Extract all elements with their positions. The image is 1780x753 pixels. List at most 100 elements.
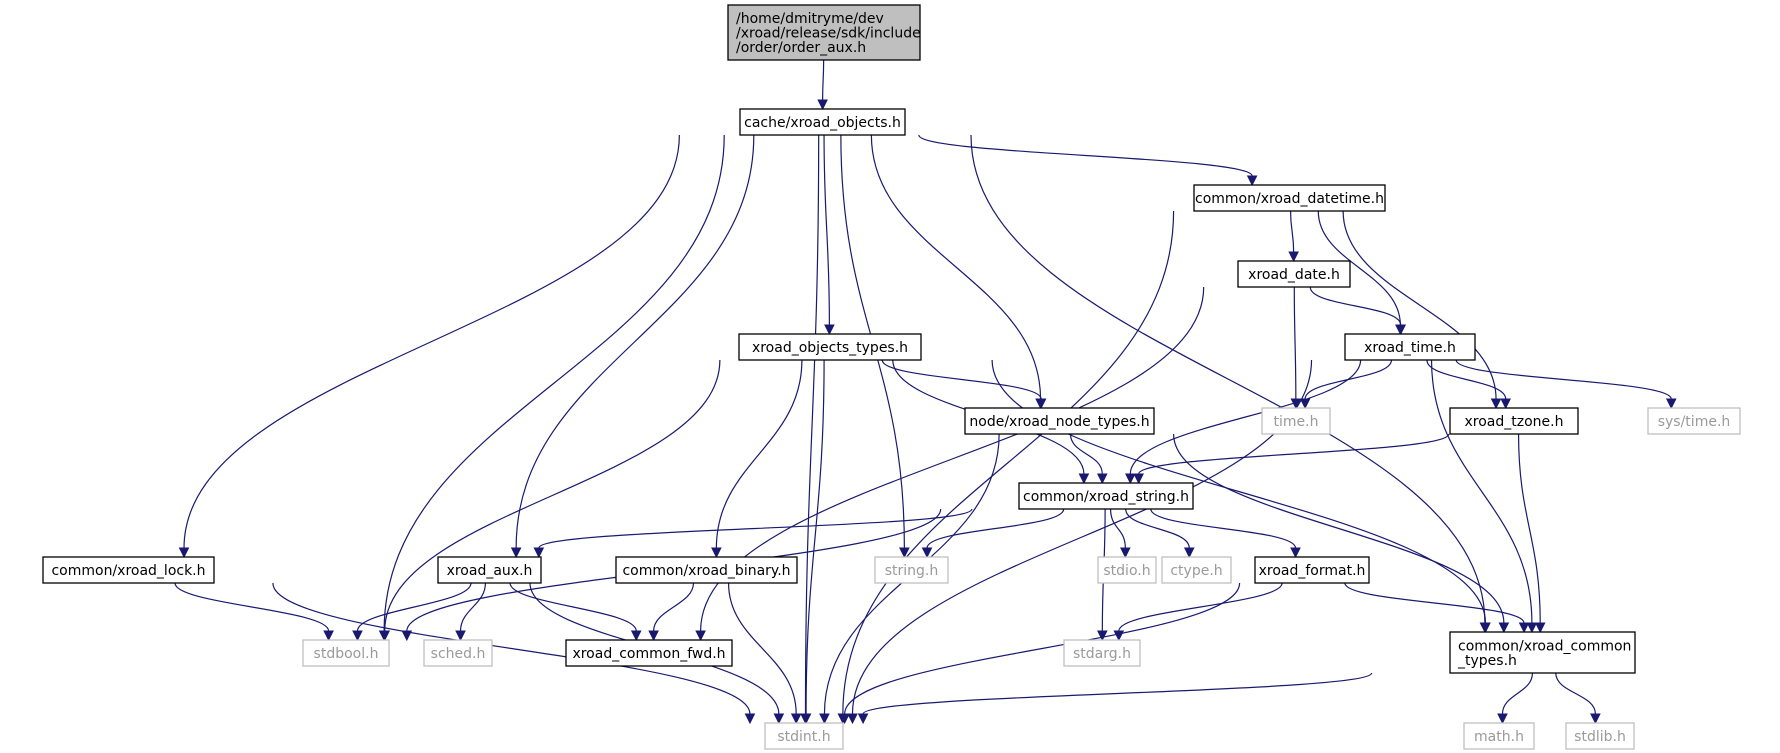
edge-line — [805, 359, 825, 715]
edge-line — [881, 359, 1042, 400]
edge-line — [1455, 359, 1672, 400]
edge-arrowhead — [1497, 713, 1508, 725]
edge-xroad_time-to-common_types — [1430, 359, 1538, 634]
edge-line — [1293, 286, 1297, 400]
node-common-lock[interactable]: common/xroad_lock.h — [42, 556, 215, 584]
node-label: stdio.h — [1103, 563, 1150, 579]
node-label: /home/dmitryme/dev — [736, 11, 884, 27]
node-label: string.h — [885, 563, 939, 579]
edge-arrowhead — [648, 630, 659, 642]
edge-xroad_objects-to-xroad_aux — [510, 134, 755, 559]
node-xroad-objects[interactable]: cache/xroad_objects.h — [739, 108, 906, 136]
edge-arrowhead — [790, 713, 802, 725]
node-label: stdarg.h — [1073, 646, 1131, 662]
edge-line — [356, 582, 472, 632]
edge-arrowhead — [1518, 622, 1530, 634]
edge-line — [1555, 672, 1596, 715]
edge-line — [1289, 210, 1295, 253]
node-box — [437, 556, 542, 584]
node-box — [1449, 407, 1579, 435]
node-label: node/xroad_node_types.h — [969, 414, 1149, 430]
edge-arrowhead — [899, 547, 910, 559]
edge-arrowhead — [1526, 622, 1538, 634]
edge-arrowhead — [1125, 473, 1136, 485]
edge-arrowhead — [1290, 547, 1301, 559]
node-label: xroad_common_fwd.h — [572, 646, 725, 662]
edge-common_string-to-ctype_h — [1125, 508, 1195, 559]
node-box — [565, 639, 733, 667]
edge-common_types-to-stdint_h — [857, 672, 1373, 725]
node-box — [1018, 482, 1194, 510]
node-xroad-tzone[interactable]: xroad_tzone.h — [1449, 407, 1579, 435]
edge-line — [1517, 433, 1541, 624]
edge-xroad_format-to-stdarg_h — [1113, 582, 1283, 642]
node-stdlib-h: stdlib.h — [1565, 722, 1635, 750]
edge-arrowhead — [630, 630, 642, 642]
edge-line — [653, 582, 695, 632]
edge-node_types-to-common_string — [1069, 433, 1108, 485]
edge-line — [383, 134, 725, 632]
node-math-h: math.h — [1463, 722, 1535, 750]
node-box — [764, 722, 844, 750]
edge-line — [515, 134, 755, 549]
edge-common_lock-to-stdbool_h — [174, 582, 334, 642]
edge-line — [1125, 508, 1190, 549]
edge-xroad_objects-to-xroad_objects_types — [823, 134, 835, 336]
edge-arrowhead — [1097, 630, 1108, 642]
edge-line — [1317, 210, 1401, 326]
edge-xroad_aux-to-common_fwd — [509, 582, 642, 642]
node-common-types[interactable]: common/xroad_common_types.h — [1449, 631, 1636, 674]
edge-common_string-to-xroad_aux — [533, 508, 973, 559]
edge-line — [970, 134, 1486, 624]
node-label: xroad_objects_types.h — [752, 340, 908, 356]
edge-arrowhead — [352, 630, 363, 642]
node-label: /xroad/release/sdk/include — [736, 26, 921, 42]
edge-line — [823, 134, 830, 326]
edge-arrowhead — [533, 547, 545, 559]
edge-arrowhead — [1534, 622, 1546, 634]
edge-line — [844, 582, 1241, 715]
edge-xroad_objects-to-stdint_h — [800, 134, 820, 725]
node-order-aux: /home/dmitryme/dev/xroad/release/sdk/inc… — [727, 4, 921, 61]
edge-xroad_date-to-time_h — [1290, 286, 1302, 410]
node-common-string[interactable]: common/xroad_string.h — [1018, 482, 1194, 510]
node-xroad-objects-types[interactable]: xroad_objects_types.h — [738, 333, 922, 361]
node-xroad-date[interactable]: xroad_date.h — [1237, 260, 1351, 288]
node-xroad-time[interactable]: xroad_time.h — [1344, 333, 1476, 361]
edge-xroad_tzone-to-common_string — [1133, 433, 1450, 485]
edge-arrowhead — [1480, 622, 1491, 634]
edge-line — [272, 582, 751, 715]
node-systime-h: sys/time.h — [1647, 407, 1741, 435]
node-box — [738, 333, 922, 361]
node-xroad-format[interactable]: xroad_format.h — [1254, 556, 1370, 584]
node-common-datetime[interactable]: common/xroad_datetime.h — [1193, 184, 1386, 212]
edge-line — [1069, 433, 1103, 475]
node-xroad-aux[interactable]: xroad_aux.h — [437, 556, 542, 584]
edge-arrowhead — [1395, 324, 1407, 336]
edge-arrowhead — [800, 713, 812, 725]
node-label: common/xroad_lock.h — [51, 563, 205, 579]
edge-line — [822, 59, 825, 101]
node-sched-h: sched.h — [423, 639, 493, 667]
edge-arrowhead — [847, 713, 858, 725]
node-label: common/xroad_datetime.h — [1195, 191, 1384, 207]
node-common-binary[interactable]: common/xroad_binary.h — [615, 556, 798, 584]
node-label: sched.h — [431, 646, 486, 662]
node-box — [1344, 333, 1476, 361]
node-node-types[interactable]: node/xroad_node_types.h — [964, 407, 1155, 435]
edge-line — [1430, 359, 1533, 624]
edge-line — [804, 134, 820, 715]
node-box — [1261, 407, 1331, 435]
nodes-layer: /home/dmitryme/dev/xroad/release/sdk/inc… — [42, 4, 1741, 750]
edge-xroad_tzone-to-common_types — [1517, 433, 1546, 634]
edge-xroad_time-to-time_h — [1299, 359, 1393, 410]
edge-xroad_objects-to-node_types — [870, 134, 1046, 410]
edge-xroad_objects-to-common_datetime — [918, 134, 1258, 187]
node-stdarg-h: stdarg.h — [1063, 639, 1141, 667]
node-ctype-h: ctype.h — [1161, 556, 1232, 584]
edge-common_binary-to-stdint_h — [727, 582, 802, 725]
node-box — [423, 639, 493, 667]
node-common-fwd[interactable]: xroad_common_fwd.h — [565, 639, 733, 667]
edge-xroad_objects-to-common_lock — [178, 134, 680, 559]
node-box — [302, 639, 390, 667]
